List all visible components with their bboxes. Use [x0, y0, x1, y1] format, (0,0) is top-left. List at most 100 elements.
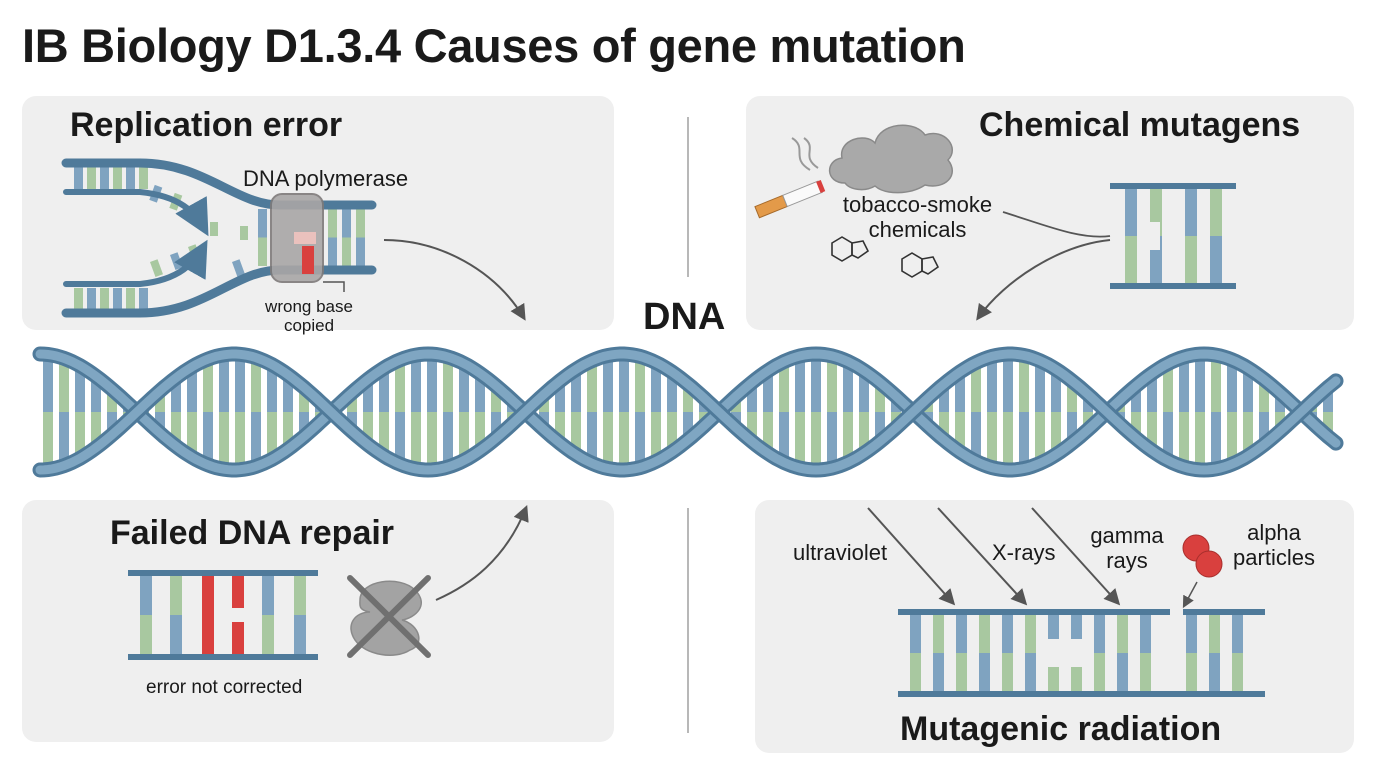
- base-pair: [939, 412, 949, 440]
- base-pair: [827, 355, 837, 412]
- base-pair: [299, 387, 309, 412]
- base-pair: [1195, 354, 1205, 412]
- base-pair: [219, 354, 229, 412]
- tobacco-line-2: chemicals: [868, 216, 967, 242]
- base-pair: [667, 371, 677, 412]
- gamma-rays-label: gamma rays: [1082, 523, 1172, 573]
- base-pair: [1051, 369, 1061, 412]
- base-pair: [619, 412, 629, 470]
- base-pair: [258, 237, 267, 266]
- base-pair: [1125, 189, 1137, 236]
- base-pair: [170, 252, 183, 271]
- dna-center-label: DNA: [643, 296, 726, 338]
- base-pair: [356, 209, 365, 238]
- base-pair: [587, 412, 597, 464]
- base-pair: [1131, 385, 1141, 412]
- base-pair: [763, 412, 773, 454]
- alpha-particle-icon-2: [1195, 550, 1223, 578]
- damaged-base-gap: [1138, 222, 1160, 250]
- base-pair: [875, 382, 885, 412]
- base-pair: [155, 412, 165, 434]
- base-pair: [1035, 412, 1045, 464]
- base-pair: [139, 288, 148, 310]
- base-pair: [1147, 373, 1157, 412]
- base-pair: [811, 412, 821, 470]
- base-pair: [150, 259, 163, 278]
- base-pair: [1048, 667, 1059, 691]
- base-pair: [619, 354, 629, 412]
- base-pair: [555, 380, 565, 412]
- base-pair: [1003, 354, 1013, 412]
- base-pair: [811, 354, 821, 412]
- base-pair: [267, 412, 277, 460]
- base-pair: [491, 412, 501, 439]
- alpha-line-1: alpha: [1247, 520, 1301, 545]
- base-pair: [235, 354, 245, 412]
- base-pair: [1323, 387, 1333, 412]
- base-pair: [395, 359, 405, 412]
- base-pair: [235, 412, 245, 470]
- chemical-mutagens-title: Chemical mutagens: [979, 106, 1301, 144]
- base-pair: [795, 355, 805, 412]
- base-pair: [75, 365, 85, 412]
- base-pair: [1179, 357, 1189, 412]
- base-pair: [107, 389, 117, 412]
- benzene-ring-icon: [831, 236, 940, 278]
- base-pair: [747, 412, 757, 442]
- base-pair: [1025, 615, 1036, 653]
- base-pair: [1025, 653, 1036, 691]
- base-pair: [427, 412, 437, 470]
- dna-polymerase-label: DNA polymerase: [243, 166, 409, 191]
- base-pair: [356, 237, 365, 266]
- base-pair: [1185, 189, 1197, 236]
- base-pair: [1179, 412, 1189, 467]
- base-pair: [171, 377, 181, 412]
- base-pair: [1019, 412, 1029, 469]
- tobacco-line-1: tobacco-smoke: [842, 192, 993, 217]
- base-pair: [1140, 653, 1151, 691]
- base-pair: [475, 373, 485, 412]
- base-pair: [1048, 615, 1059, 639]
- base-pair: [603, 355, 613, 412]
- divider-top: [687, 117, 689, 277]
- base-pair: [283, 412, 293, 450]
- base-pair: [74, 167, 83, 189]
- base-pair: [1243, 368, 1253, 412]
- base-pair: [43, 354, 53, 412]
- base-pair: [635, 412, 645, 468]
- base-pair: [139, 167, 148, 189]
- gamma-ray: [1031, 507, 1121, 606]
- base-pair: [1209, 615, 1220, 653]
- radiation-graphics: [867, 507, 1265, 697]
- base-pair: [955, 412, 965, 453]
- base-pair: [443, 357, 453, 412]
- base-pair: [910, 653, 921, 691]
- base-pair: [170, 615, 182, 654]
- base-pair: [910, 615, 921, 653]
- base-pair: [427, 354, 437, 412]
- base-pair: [1227, 412, 1237, 465]
- base-pair: [379, 368, 389, 412]
- base-pair: [1035, 360, 1045, 412]
- base-pair: [1117, 653, 1128, 691]
- base-pair: [475, 412, 485, 451]
- base-pair: [1186, 653, 1197, 691]
- base-pair: [1232, 615, 1243, 653]
- base-pair: [955, 371, 965, 412]
- base-pair: [1210, 236, 1222, 283]
- error-not-corrected-label: error not corrected: [146, 677, 303, 698]
- chemical-mutagens-graphics: [754, 124, 1236, 321]
- base-pair: [395, 412, 405, 465]
- divider-bottom: [687, 508, 689, 733]
- base-pair: [1131, 412, 1141, 439]
- base-pair: [232, 259, 245, 278]
- base-pair: [875, 412, 885, 442]
- base-pair: [43, 412, 53, 470]
- base-pair: [87, 288, 96, 310]
- base-pair: [956, 653, 967, 691]
- wrong-base-label: wrong base copied: [248, 297, 370, 335]
- base-pair: [459, 412, 469, 461]
- alpha-line-2: particles: [1233, 544, 1315, 570]
- base-pair: [459, 363, 469, 412]
- not-working-cross-icon: [347, 575, 431, 658]
